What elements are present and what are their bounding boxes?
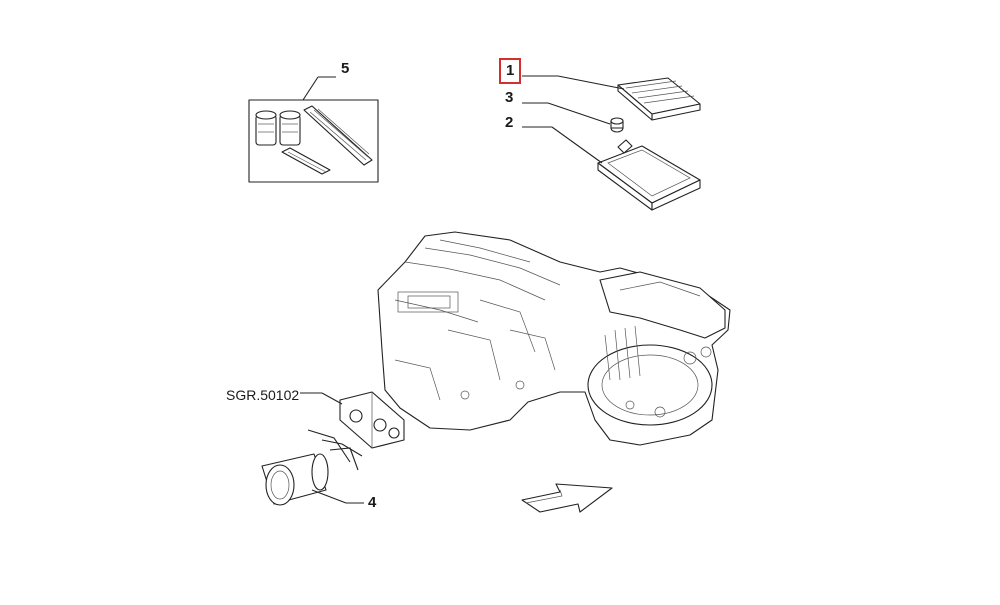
clip-part-3[interactable]: [610, 117, 624, 133]
cabin-filter-part-1[interactable]: [617, 77, 701, 121]
callout-2[interactable]: 2: [505, 114, 514, 131]
filter-kit-part-5[interactable]: [248, 99, 379, 183]
forward-arrow-icon: [521, 483, 613, 513]
oil-filter-a: [255, 110, 277, 146]
valve-unit-sgr[interactable]: [307, 391, 405, 471]
leader-5: [302, 76, 319, 101]
callout-group-ref[interactable]: SGR.50102: [226, 387, 300, 403]
callout-4[interactable]: 4: [368, 494, 377, 511]
callout-3[interactable]: 3: [505, 89, 514, 106]
filter-housing-part-2[interactable]: [597, 139, 701, 211]
air-filter-panel: [303, 105, 373, 166]
oil-filter-b: [279, 110, 301, 146]
leader-4: [311, 489, 347, 504]
pipe-sleeve-part-4[interactable]: [261, 453, 329, 506]
heater-box-assembly: [377, 231, 731, 446]
callout-5[interactable]: 5: [341, 60, 350, 77]
small-filter-panel: [281, 147, 331, 175]
callout-1-highlighted[interactable]: 1: [498, 58, 522, 84]
